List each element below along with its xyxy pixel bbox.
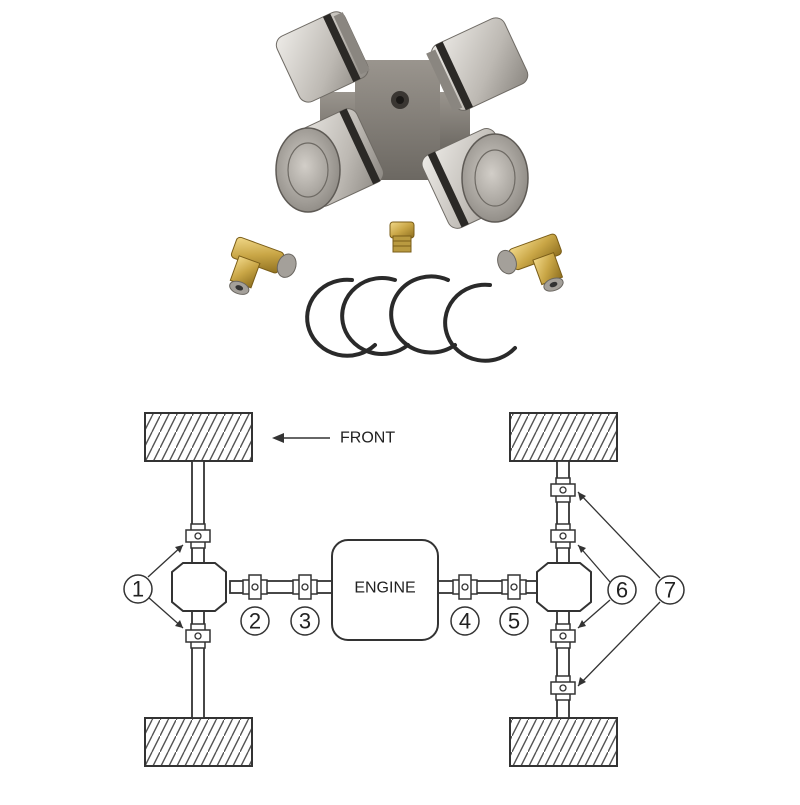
grease-fitting-icon xyxy=(497,233,564,292)
callout-number-2: 2 xyxy=(249,609,261,634)
u-joint-symbol-icon xyxy=(550,675,576,701)
callout-number-1: 1 xyxy=(132,577,144,602)
arrow-icon xyxy=(272,433,330,443)
callout-circle-1 xyxy=(123,574,153,604)
callout-circle-5 xyxy=(499,606,529,636)
callout-circle-4 xyxy=(450,606,480,636)
drivetrain-diagram xyxy=(123,412,685,767)
wheel-icon xyxy=(144,412,253,462)
wheel-icon xyxy=(509,412,618,462)
u-joint-symbol-icon xyxy=(452,574,478,600)
engine-label: ENGINE xyxy=(354,580,415,597)
callout-number-6: 6 xyxy=(616,578,628,603)
grease-fitting-icon xyxy=(389,221,415,253)
callout-number-4: 4 xyxy=(459,609,471,634)
callout-number-3: 3 xyxy=(299,609,311,634)
u-joint-symbol-icon xyxy=(185,623,211,649)
universal-joint-icon xyxy=(275,11,529,229)
u-joint-symbol-icon xyxy=(550,523,576,549)
u-joint-symbol-icon xyxy=(501,574,527,600)
callout-circle-3 xyxy=(290,606,320,636)
callout-number-5: 5 xyxy=(508,609,520,634)
snap-ring-icon xyxy=(305,274,517,363)
u-joint-symbol-icon xyxy=(185,523,211,549)
u-joint-symbol-icon xyxy=(550,477,576,503)
wheel-icon xyxy=(144,717,253,767)
callout-circle-7 xyxy=(655,575,685,605)
front-label: FRONT xyxy=(340,430,395,447)
grease-fitting-icon xyxy=(229,236,297,295)
callout-circle-2 xyxy=(240,606,270,636)
u-joint-symbol-icon xyxy=(242,574,268,600)
engine-block xyxy=(331,539,439,641)
callout-circle-6 xyxy=(607,575,637,605)
callout-leaders xyxy=(147,491,661,687)
u-joint-symbol-icon xyxy=(550,623,576,649)
differential-icon xyxy=(536,562,592,612)
wheel-icon xyxy=(509,717,618,767)
u-joint-symbol-icon xyxy=(292,574,318,600)
callout-number-7: 7 xyxy=(664,578,676,603)
differential-icon xyxy=(171,562,227,612)
